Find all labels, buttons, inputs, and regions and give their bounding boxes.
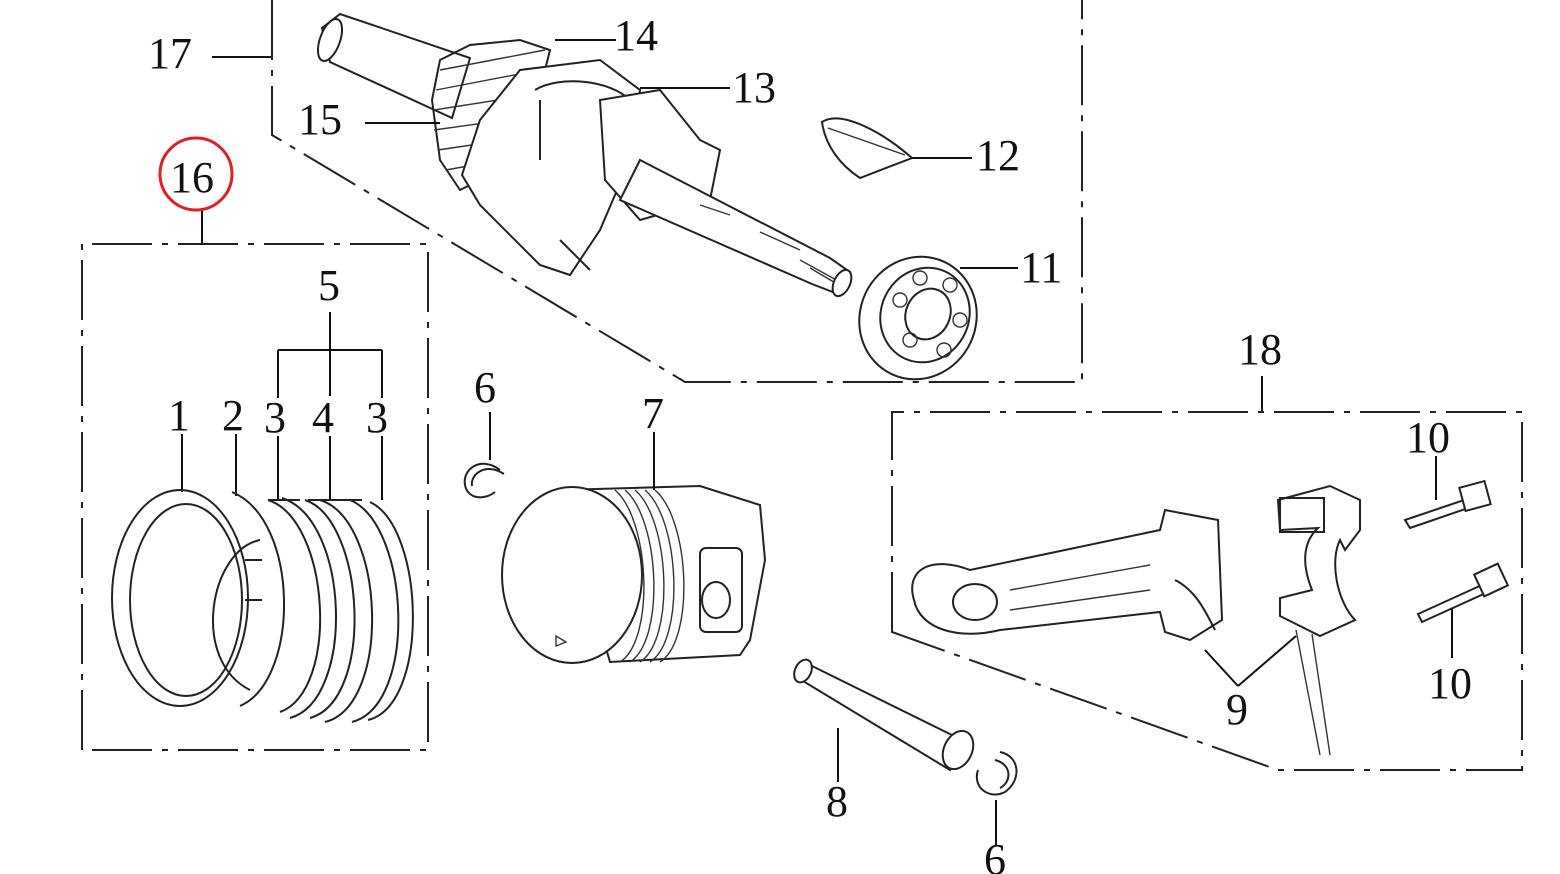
label-4: 4 — [312, 393, 334, 442]
label-2: 2 — [222, 391, 244, 440]
label-1: 1 — [168, 391, 190, 440]
circlip-part-bottom — [975, 751, 1018, 796]
label-17: 17 — [148, 29, 192, 78]
bolt-part-lower — [1416, 562, 1510, 624]
bolt-part-upper — [1403, 479, 1492, 530]
label-18: 18 — [1238, 325, 1282, 374]
label-15: 15 — [298, 95, 342, 144]
label-5: 5 — [318, 261, 340, 310]
group-16-frame — [81, 208, 429, 751]
group-17-frame — [212, 0, 1083, 383]
label-6-bottom: 6 — [984, 835, 1006, 874]
label-3-right: 3 — [366, 393, 388, 442]
piston-pin-part — [793, 658, 975, 772]
highlight-circle — [158, 136, 234, 212]
label-3-left: 3 — [264, 393, 286, 442]
label-7: 7 — [642, 389, 664, 438]
label-8: 8 — [826, 777, 848, 826]
label-6-top: 6 — [474, 363, 496, 412]
label-12: 12 — [976, 131, 1020, 180]
label-11: 11 — [1020, 243, 1062, 292]
leader-9 — [1204, 635, 1297, 687]
bearing-part — [858, 255, 978, 381]
label-10-top: 10 — [1406, 413, 1450, 462]
piston-rings-part — [111, 489, 414, 723]
circlip-part-top — [463, 462, 505, 499]
group-18-frame — [891, 376, 1523, 771]
woodruff-key-part — [820, 117, 914, 180]
label-13: 13 — [732, 63, 776, 112]
label-14: 14 — [614, 11, 658, 60]
label-9: 9 — [1226, 685, 1248, 734]
rod-cap-part — [1276, 484, 1361, 756]
label-16: 16 — [170, 153, 214, 202]
label-10-bottom: 10 — [1428, 659, 1472, 708]
crankshaft-part — [316, 12, 853, 298]
piston-part — [501, 484, 767, 664]
connecting-rod-part — [911, 508, 1224, 642]
bracket-5 — [277, 312, 383, 398]
